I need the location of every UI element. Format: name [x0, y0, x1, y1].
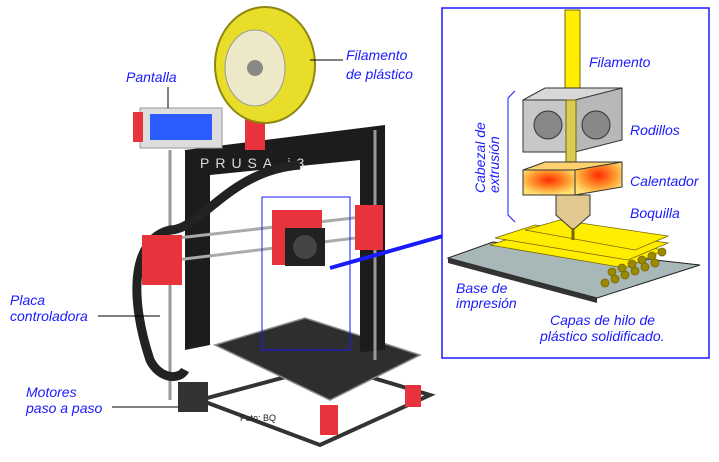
bed-corner — [405, 385, 421, 407]
print-bed — [212, 317, 422, 401]
label-rodillos: Rodillos — [630, 122, 680, 138]
label-base-1: Base de — [456, 280, 508, 296]
label-motores-1: Motores — [26, 384, 77, 400]
roller-right — [581, 110, 611, 140]
label-filamento-plastico-1: Filamento — [346, 47, 408, 63]
label-motores-2: paso a paso — [25, 400, 102, 416]
label-calentador: Calentador — [630, 173, 700, 189]
label-placa-2: controladora — [10, 308, 88, 324]
label-boquilla: Boquilla — [630, 205, 680, 221]
label-cabezal-2: extrusión — [486, 136, 502, 193]
zoom-arrow-shaft — [329, 232, 451, 270]
label-capas-2: plástico solidificado. — [539, 328, 665, 344]
label-base-2: impresión — [456, 295, 517, 311]
print-base — [446, 241, 701, 299]
photo-credit: Foto: BQ — [240, 413, 276, 423]
left-carriage — [142, 235, 182, 285]
nozzle — [555, 194, 591, 231]
label-cabezal-1: Cabezal de — [472, 122, 488, 193]
label-filamento: Filamento — [589, 54, 651, 70]
heater-block — [522, 169, 576, 196]
roller-left — [533, 110, 563, 140]
label-pantalla: Pantalla — [126, 69, 177, 85]
label-capas-1: Capas de hilo de — [550, 312, 655, 328]
extrusion-detail — [446, 9, 701, 303]
printer-illustration: PRUSA i3 Foto: BQ — [132, 6, 436, 448]
extruder-focus-box — [261, 196, 351, 351]
label-placa-1: Placa — [10, 292, 45, 308]
lcd-screen — [150, 114, 212, 140]
bed-corner — [320, 405, 338, 435]
extrusion-head-bracket — [507, 90, 516, 223]
label-filamento-plastico-2: de plástico — [346, 66, 413, 82]
stepper-motor — [178, 382, 208, 412]
right-carriage — [355, 205, 383, 250]
filament-layers — [489, 219, 670, 288]
